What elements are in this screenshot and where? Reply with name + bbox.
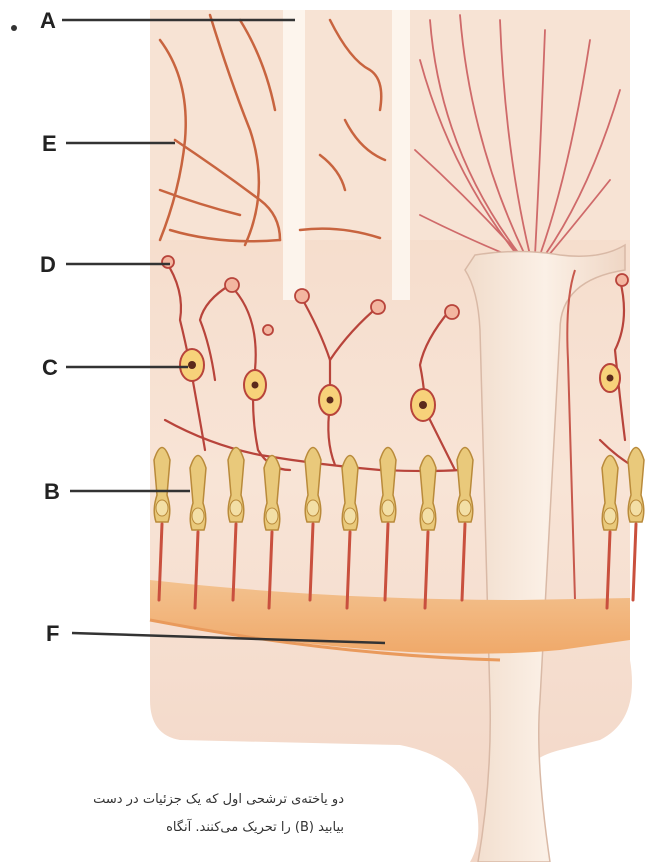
label-f: F: [46, 621, 59, 647]
fiber-layer: [150, 10, 630, 240]
label-c: C: [42, 355, 58, 381]
bullet-dot: [11, 25, 17, 31]
label-a: A: [40, 8, 56, 34]
label-b: B: [44, 479, 60, 505]
light-gap-right: [392, 10, 410, 300]
label-d: D: [40, 252, 56, 278]
label-e: E: [42, 131, 57, 157]
caption-line-2: بیابید (B) را تحریک می‌کنند. آنگاه: [166, 820, 344, 835]
caption-line-1: دو یاخته‌ی ترشحی اول که یک جزئیات در دست: [93, 792, 344, 807]
light-gap-left: [283, 10, 305, 300]
photoreceptor-cell: [628, 448, 644, 601]
